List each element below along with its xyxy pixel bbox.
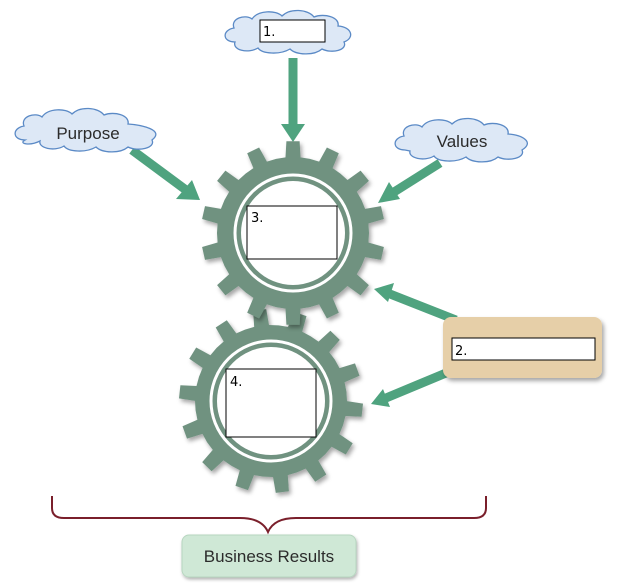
- arrow-from-purpose: [129, 146, 200, 200]
- callout-2: 2.: [443, 317, 602, 378]
- blank-box-3[interactable]: 3.: [246, 205, 338, 260]
- cloud-values: Values: [394, 117, 528, 163]
- values-label: Values: [437, 132, 488, 151]
- curly-brace: [51, 496, 487, 535]
- arrow-2-to-upper-gear: [374, 283, 458, 325]
- blank-label-3: 3.: [251, 211, 263, 226]
- blank-label-2: 2.: [455, 344, 467, 359]
- arrow-from-1: [281, 58, 305, 142]
- cloud-purpose: Purpose: [14, 107, 157, 153]
- blank-box-1[interactable]: 1.: [259, 19, 326, 43]
- blank-label-1: 1.: [263, 25, 275, 40]
- cloud-top: 1.: [224, 9, 352, 55]
- arrow-from-values: [378, 159, 443, 203]
- blank-label-4: 4.: [230, 375, 242, 390]
- blank-box-4[interactable]: 4.: [225, 368, 317, 438]
- business-results-label: Business Results: [204, 547, 334, 566]
- business-results-box: Business Results: [181, 534, 357, 578]
- blank-box-2[interactable]: 2.: [451, 337, 596, 361]
- arrows: [129, 58, 458, 407]
- arrow-2-to-lower-gear: [371, 368, 448, 407]
- purpose-label: Purpose: [56, 124, 119, 143]
